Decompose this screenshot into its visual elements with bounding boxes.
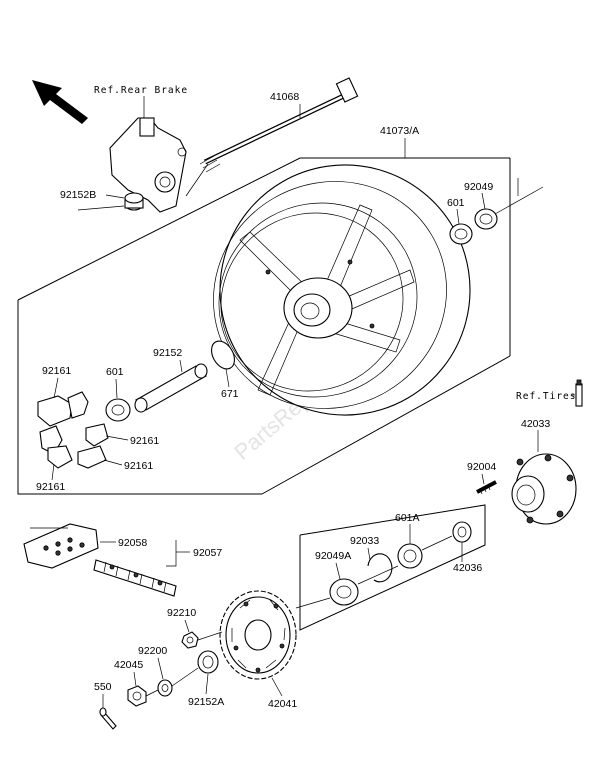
label-92033[interactable]: 92033 <box>350 535 379 547</box>
label-92161-b[interactable]: 92161 <box>130 435 159 447</box>
nut-92210 <box>181 631 199 649</box>
label-92161-d[interactable]: 92161 <box>36 481 65 493</box>
ref-tires[interactable]: Ref.Tires <box>516 391 576 402</box>
label-92057[interactable]: 92057 <box>193 547 222 559</box>
rear-axle <box>199 77 359 173</box>
collar-42036 <box>452 521 472 543</box>
washer-92200 <box>157 679 173 697</box>
brake-caliper-bracket <box>109 117 187 213</box>
collar-92152a <box>197 650 219 674</box>
label-41068[interactable]: 41068 <box>270 91 299 103</box>
valve-stem-icon <box>575 379 583 407</box>
label-92152b[interactable]: 92152B <box>60 189 96 201</box>
label-671[interactable]: 671 <box>221 388 239 400</box>
bearing-601-top <box>449 223 473 245</box>
label-42045[interactable]: 42045 <box>114 659 143 671</box>
circlip-92033 <box>367 553 393 583</box>
label-601-left[interactable]: 601 <box>106 366 124 378</box>
label-92161-a[interactable]: 92161 <box>42 365 71 377</box>
bearing-601a <box>397 543 423 569</box>
stud-92004 <box>476 480 497 495</box>
axle-nut-42045 <box>127 685 147 707</box>
rear-sprocket-42041 <box>219 590 297 680</box>
label-92004[interactable]: 92004 <box>467 461 496 473</box>
label-92210[interactable]: 92210 <box>167 607 196 619</box>
assembly-guide-lines <box>77 163 453 697</box>
label-601-top[interactable]: 601 <box>447 197 465 209</box>
direction-arrow-icon <box>32 80 88 124</box>
label-42036[interactable]: 42036 <box>453 562 482 574</box>
label-92058[interactable]: 92058 <box>118 537 147 549</box>
cotter-pin-550 <box>99 707 117 730</box>
drive-chain-92057 <box>93 559 177 597</box>
collar-92152b <box>124 192 144 211</box>
label-41073a[interactable]: 41073/A <box>380 125 419 137</box>
oil-seal-92049a <box>329 578 359 606</box>
chain-adjuster-92058 <box>23 523 99 569</box>
bearing-601-left <box>105 398 131 422</box>
oil-seal-92049 <box>474 208 498 230</box>
label-92049a[interactable]: 92049A <box>315 550 351 562</box>
rear-wheel-rim <box>213 164 471 416</box>
ref-rear-brake[interactable]: Ref.Rear Brake <box>94 85 188 96</box>
label-92049-top[interactable]: 92049 <box>464 181 493 193</box>
label-42033[interactable]: 42033 <box>521 418 550 430</box>
label-92152[interactable]: 92152 <box>153 347 182 359</box>
label-92161-c[interactable]: 92161 <box>124 460 153 472</box>
label-92152a[interactable]: 92152A <box>188 696 224 708</box>
hub-assembly-frame <box>299 504 486 631</box>
sprocket-coupling-42033 <box>511 453 577 525</box>
label-92200[interactable]: 92200 <box>138 645 167 657</box>
o-ring-671 <box>210 340 236 370</box>
label-601a[interactable]: 601A <box>395 512 420 524</box>
wheel-assembly-frame <box>17 157 511 495</box>
spacer-92152 <box>134 363 208 413</box>
label-42041[interactable]: 42041 <box>268 698 297 710</box>
label-550[interactable]: 550 <box>94 681 112 693</box>
damper-rubbers-92161 <box>37 391 109 469</box>
